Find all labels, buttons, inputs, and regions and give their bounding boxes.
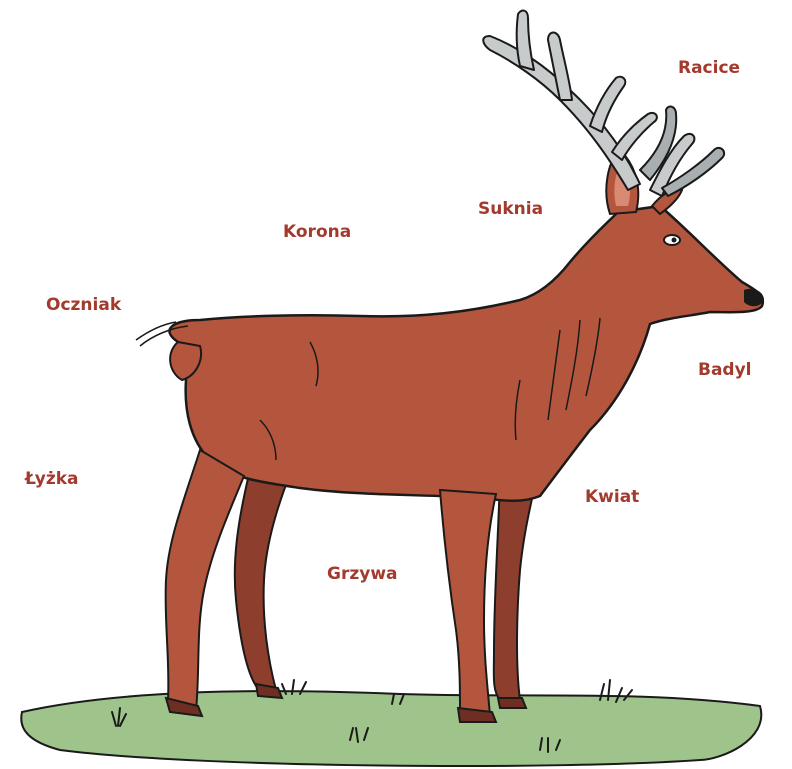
label-grzywa: Grzywa — [327, 566, 398, 583]
label-korona: Korona — [283, 224, 351, 241]
label-racice: Racice — [678, 60, 740, 77]
label-badyl: Badyl — [698, 362, 752, 379]
label-kwiat: Kwiat — [585, 489, 639, 506]
label-suknia: Suknia — [478, 201, 543, 218]
deer-body — [169, 206, 762, 501]
antlers — [483, 11, 724, 196]
nose — [744, 289, 764, 307]
label-lyzka: Łyżka — [25, 471, 79, 488]
grass-ground — [21, 691, 761, 766]
label-oczniak: Oczniak — [46, 297, 121, 314]
